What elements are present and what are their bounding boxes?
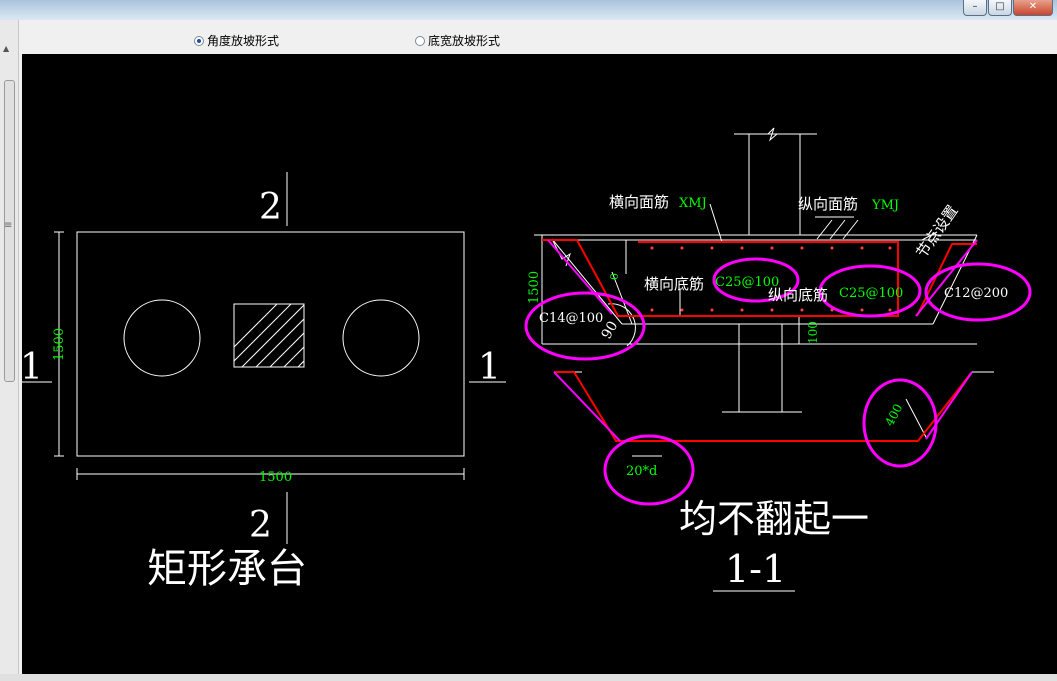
highlight-c25-transverse (712, 257, 800, 303)
rebar-main (542, 239, 899, 317)
radio-unselected-icon (415, 35, 425, 46)
section-view (534, 127, 994, 457)
section-note: 均不翻起一 (679, 497, 869, 541)
radio-angle-slope[interactable]: 角度放坡形式 (194, 32, 279, 49)
section-dim-cover: 100 (806, 321, 820, 344)
highlight-anchor (603, 434, 695, 506)
drawing-canvas[interactable]: 2 2 1 1 1500 1500 矩形承台 (20, 54, 1057, 674)
section-dim-height: 1500 (527, 271, 542, 304)
highlight-ellipses (524, 257, 1032, 506)
title-bar: – □ ✕ (0, 0, 1057, 20)
slope-outline (547, 239, 978, 442)
anchor-length: 20*d (626, 464, 657, 479)
radio-angle-label: 角度放坡形式 (207, 34, 280, 48)
label-transverse-top: 横向面筋 (609, 193, 669, 211)
pile-left (123, 299, 201, 377)
code-left-bar: C14@100 (539, 311, 603, 326)
code-side-bar: C12@200 (944, 286, 1008, 301)
pile-right (342, 299, 420, 377)
highlight-c25-longitudinal (818, 264, 922, 318)
column-hatched (233, 303, 305, 368)
code-longitudinal-bottom: C25@100 (839, 286, 903, 301)
plan-dim-width: 1500 (259, 470, 292, 485)
label-longitudinal-top: 纵向面筋 (798, 195, 858, 213)
label-longitudinal-bottom: 纵向底筋 (768, 286, 828, 304)
maximize-button[interactable]: □ (988, 0, 1012, 16)
code-longitudinal-top: YMJ (871, 198, 899, 213)
bottom-edge (0, 674, 1057, 681)
highlight-c14 (524, 291, 646, 361)
cad-drawing: 2 2 1 1 1500 1500 矩形承台 (20, 127, 1032, 592)
dim-400: 400 (882, 402, 905, 429)
maximize-icon: □ (995, 1, 1005, 12)
rebar-dots (650, 246, 892, 312)
section-1-left-label: 1 (22, 347, 43, 388)
label-angle: 90 (599, 319, 622, 342)
radio-width-label: 底宽放坡形式 (428, 34, 501, 48)
section-2-top-label: 2 (259, 187, 282, 228)
plan-view (22, 172, 506, 544)
section-2-bottom-label: 2 (249, 505, 272, 546)
highlight-c12 (924, 262, 1032, 322)
section-1-right-label: 1 (478, 347, 501, 388)
cap-outline (76, 231, 465, 457)
minimize-button[interactable]: – (963, 0, 987, 16)
window-controls: – □ ✕ (963, 0, 1053, 16)
close-button[interactable]: ✕ (1013, 0, 1053, 16)
minimize-icon: – (972, 1, 978, 12)
code-transverse-top: XMJ (679, 196, 707, 211)
rebar-anchor-detail (554, 371, 973, 442)
plan-dim-height: 1500 (52, 328, 67, 361)
scroll-thumb[interactable] (4, 80, 15, 382)
section-dim-zero: 0 (608, 273, 621, 280)
close-icon: ✕ (1028, 1, 1038, 12)
column-hatch (234, 304, 304, 367)
highlight-400 (862, 378, 938, 468)
grip-icon: ≡ (4, 220, 13, 231)
scroll-up-icon[interactable]: ▲ (3, 44, 10, 53)
section-title: 1-1 (725, 547, 786, 591)
label-node-setting: 节点设置 (913, 202, 962, 261)
plan-title: 矩形承台 (147, 546, 307, 592)
slope-mode-toolbar: 角度放坡形式 底宽放坡形式 (22, 26, 1057, 54)
left-scrollbar[interactable]: ▲ ≡ (0, 20, 19, 681)
label-transverse-bottom: 横向底筋 (644, 275, 704, 293)
code-transverse-bottom: C25@100 (715, 275, 779, 290)
rebar-lines (542, 239, 977, 442)
radio-width-slope[interactable]: 底宽放坡形式 (415, 32, 500, 49)
radio-selected-icon (194, 35, 204, 46)
